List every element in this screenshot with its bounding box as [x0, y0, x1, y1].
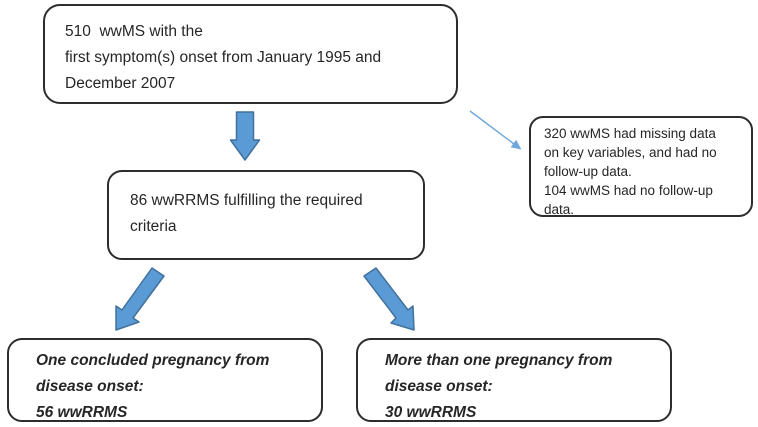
population-box: 510 wwMS with the first symptom(s) onset…	[43, 4, 458, 104]
down-right-block-arrow-icon	[363, 267, 415, 331]
eligible-box: 86 wwRRMS fulfilling the required criter…	[107, 170, 425, 260]
excluded-box: 320 wwMS had missing data on key variabl…	[529, 116, 753, 217]
down-block-arrow-icon	[229, 111, 261, 161]
down-left-block-arrow-icon	[115, 267, 165, 331]
multi-pregnancy-box: More than one pregnancy from disease ons…	[356, 338, 672, 422]
thin-line-arrow-icon	[469, 110, 522, 150]
one-pregnancy-box: One concluded pregnancy from disease ons…	[7, 338, 323, 422]
